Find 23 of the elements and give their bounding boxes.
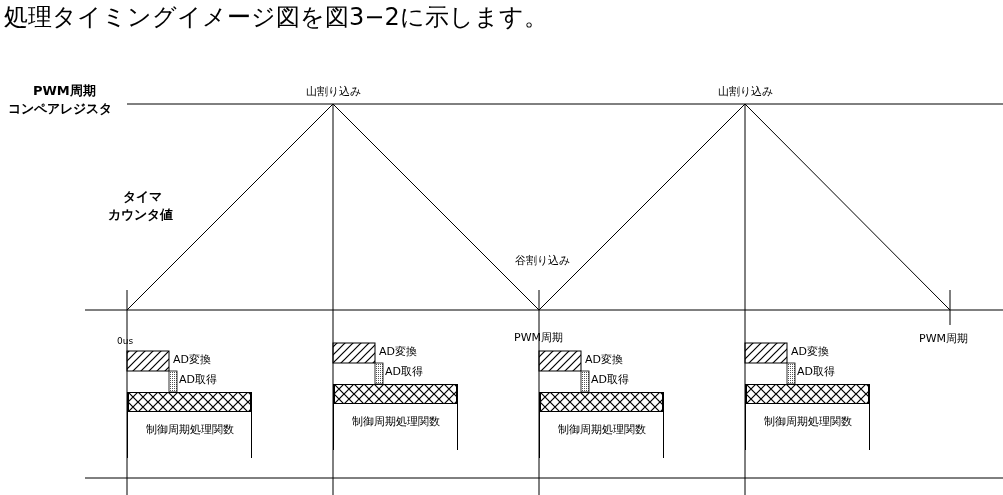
timing-label: 山割り込み bbox=[306, 86, 361, 97]
time-label: 0us bbox=[117, 337, 134, 346]
timing-label: AD変換 bbox=[585, 354, 623, 365]
axis-title: タイマ bbox=[123, 190, 162, 203]
timing-label: PWM周期 bbox=[919, 333, 968, 344]
function-label: 制御周期処理関数 bbox=[145, 424, 234, 435]
timing-label: AD変換 bbox=[173, 354, 211, 365]
function-block bbox=[127, 392, 252, 458]
timing-label: PWM周期 bbox=[514, 332, 563, 343]
timing-label: 谷割り込み bbox=[515, 255, 570, 266]
timing-label: 山割り込み bbox=[718, 86, 773, 97]
function-label: 制御周期処理関数 bbox=[763, 416, 852, 427]
function-block bbox=[333, 384, 458, 450]
axis-title: カウンタ値 bbox=[108, 208, 173, 221]
axis-title: PWM周期 bbox=[33, 84, 96, 97]
function-block bbox=[745, 384, 870, 450]
axis-title: コンペアレジスタ bbox=[8, 102, 112, 115]
timing-label: AD変換 bbox=[379, 346, 417, 357]
function-block bbox=[539, 392, 664, 458]
function-label: 制御周期処理関数 bbox=[557, 424, 646, 435]
timing-label: AD変換 bbox=[791, 346, 829, 357]
body-text: 処理タイミングイメージ図を図3−2に示します。 bbox=[4, 2, 548, 32]
function-label: 制御周期処理関数 bbox=[351, 416, 440, 427]
